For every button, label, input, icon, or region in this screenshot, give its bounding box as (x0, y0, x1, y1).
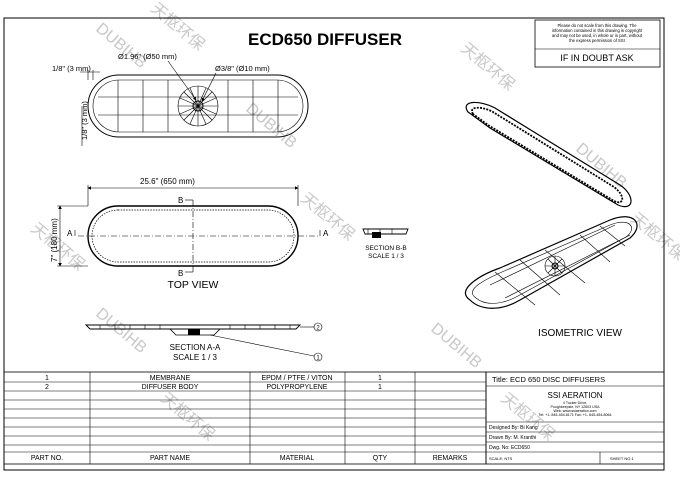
section-bb-label: SECTION B-B (365, 245, 407, 252)
watermark-text: DUBIHB (427, 320, 484, 372)
small-hole-dim: Ø3/8" (Ø10 mm) (215, 64, 270, 73)
bom-cell: 1 (45, 375, 49, 382)
bom-header: PART NAME (150, 455, 190, 462)
balloon-1 (313, 352, 323, 362)
wall-dim: 1/8" (3 mm) (52, 64, 91, 73)
address-line: Tel: +1- 845-454-8171 Fax: +1- 845-454-8… (539, 413, 612, 417)
bom-cell: MEMBRANE (150, 375, 191, 382)
bom-cell: 1 (378, 375, 382, 382)
side-dim: 1/8" (3 mm) (80, 101, 89, 140)
section-bb-scale: SCALE 1 / 3 (368, 253, 404, 260)
designed-by: Designed By: Bi Kang (489, 425, 538, 431)
section-aa: 2 1 SECTION A-A SCALE 1 / 3 (84, 322, 323, 362)
bom-cell: POLYPROPYLENE (267, 384, 328, 391)
top-view-label: TOP VIEW (168, 279, 219, 291)
address-line: Poughkeepsie, NY 12603 USA (550, 405, 600, 409)
width-dim: 7" (180 mm) (50, 218, 59, 262)
section-b-bottom: B (178, 269, 183, 278)
bom-cell: 2 (45, 384, 49, 391)
section-a-right: A (323, 229, 329, 238)
watermark-text: 天枢环保 (147, 0, 208, 54)
notice-line: and may not be used, in whole or in part… (552, 33, 643, 38)
company-name: SSI AERATION (548, 391, 603, 400)
bom-header: PART NO. (31, 455, 63, 462)
bom-cell: 1 (378, 384, 382, 391)
watermark-text: DUBIHB (92, 20, 149, 72)
section-b-top: B (178, 196, 183, 205)
balloon-2 (313, 322, 323, 332)
bom-cell: DIFFUSER BODY (142, 384, 199, 391)
balloon-2-label: 2 (316, 326, 320, 332)
isometric-membrane (465, 101, 632, 208)
address-line: 4 Tucker Drive, (563, 401, 587, 405)
bom-header: MATERIAL (280, 455, 315, 462)
isometric-body: ISOMETRIC VIEW (464, 216, 638, 339)
section-aa-label: SECTION A-A (170, 343, 221, 352)
address-line: Web: www.ssiaeration.com (553, 409, 596, 413)
balloon-1-label: 1 (316, 356, 320, 362)
drawing-border (3, 17, 665, 471)
title-block-title: Title: ECD 650 DISC DIFFUSERS (492, 375, 605, 384)
title-block: Title: ECD 650 DISC DIFFUSERS SSI AERATI… (485, 371, 665, 465)
bom-header: REMARKS (433, 455, 468, 462)
notice-line: Please do not scale from this drawing. T… (557, 23, 637, 28)
section-aa-scale: SCALE 1 / 3 (173, 353, 218, 362)
drawn-by: Drawn By: M. Kranthi (489, 435, 536, 441)
section-bb: SECTION B-B SCALE 1 / 3 (362, 228, 409, 260)
notice-line: information contained in this drawing is… (552, 28, 643, 33)
notice-box: Please do not scale from this drawing. T… (534, 19, 661, 68)
top-view: 25.6" (650 mm) 7" (180 mm) B B A A TOP V… (50, 177, 329, 291)
drawing-number: Dwg. No: ECD650 (489, 445, 530, 451)
top-dimensions: Ø1.96" (Ø50 mm) Ø3/8" (Ø10 mm) 1/8" (3 m… (52, 52, 270, 146)
doubt-warning: IF IN DOUBT ASK (560, 53, 633, 63)
bom-header: QTY (373, 455, 388, 462)
center-hole-dim: Ø1.96" (Ø50 mm) (118, 52, 177, 61)
sheet-number: SHEET NO.1 (610, 456, 634, 461)
length-dim: 25.6" (650 mm) (140, 177, 195, 186)
watermark-text: DUBIHB (92, 305, 149, 357)
watermark-text: 天枢环保 (627, 209, 680, 264)
bom-table: 1 MEMBRANE EPDM / PTFE / VITON 1 2 DIFFU… (3, 371, 487, 465)
scale-note: SCALE: NTS (489, 456, 513, 461)
bom-cell: EPDM / PTFE / VITON (261, 375, 332, 382)
drawing-title: ECD650 DIFFUSER (248, 30, 402, 49)
notice-line: the express permission of SSI (569, 38, 625, 43)
watermark-text: DUBIHB (242, 100, 299, 152)
watermark-text: 天枢环保 (457, 39, 518, 94)
top-plan-view (87, 74, 309, 138)
isometric-view-label: ISOMETRIC VIEW (538, 328, 622, 339)
section-a-left: A (67, 229, 73, 238)
spokes (178, 86, 218, 126)
